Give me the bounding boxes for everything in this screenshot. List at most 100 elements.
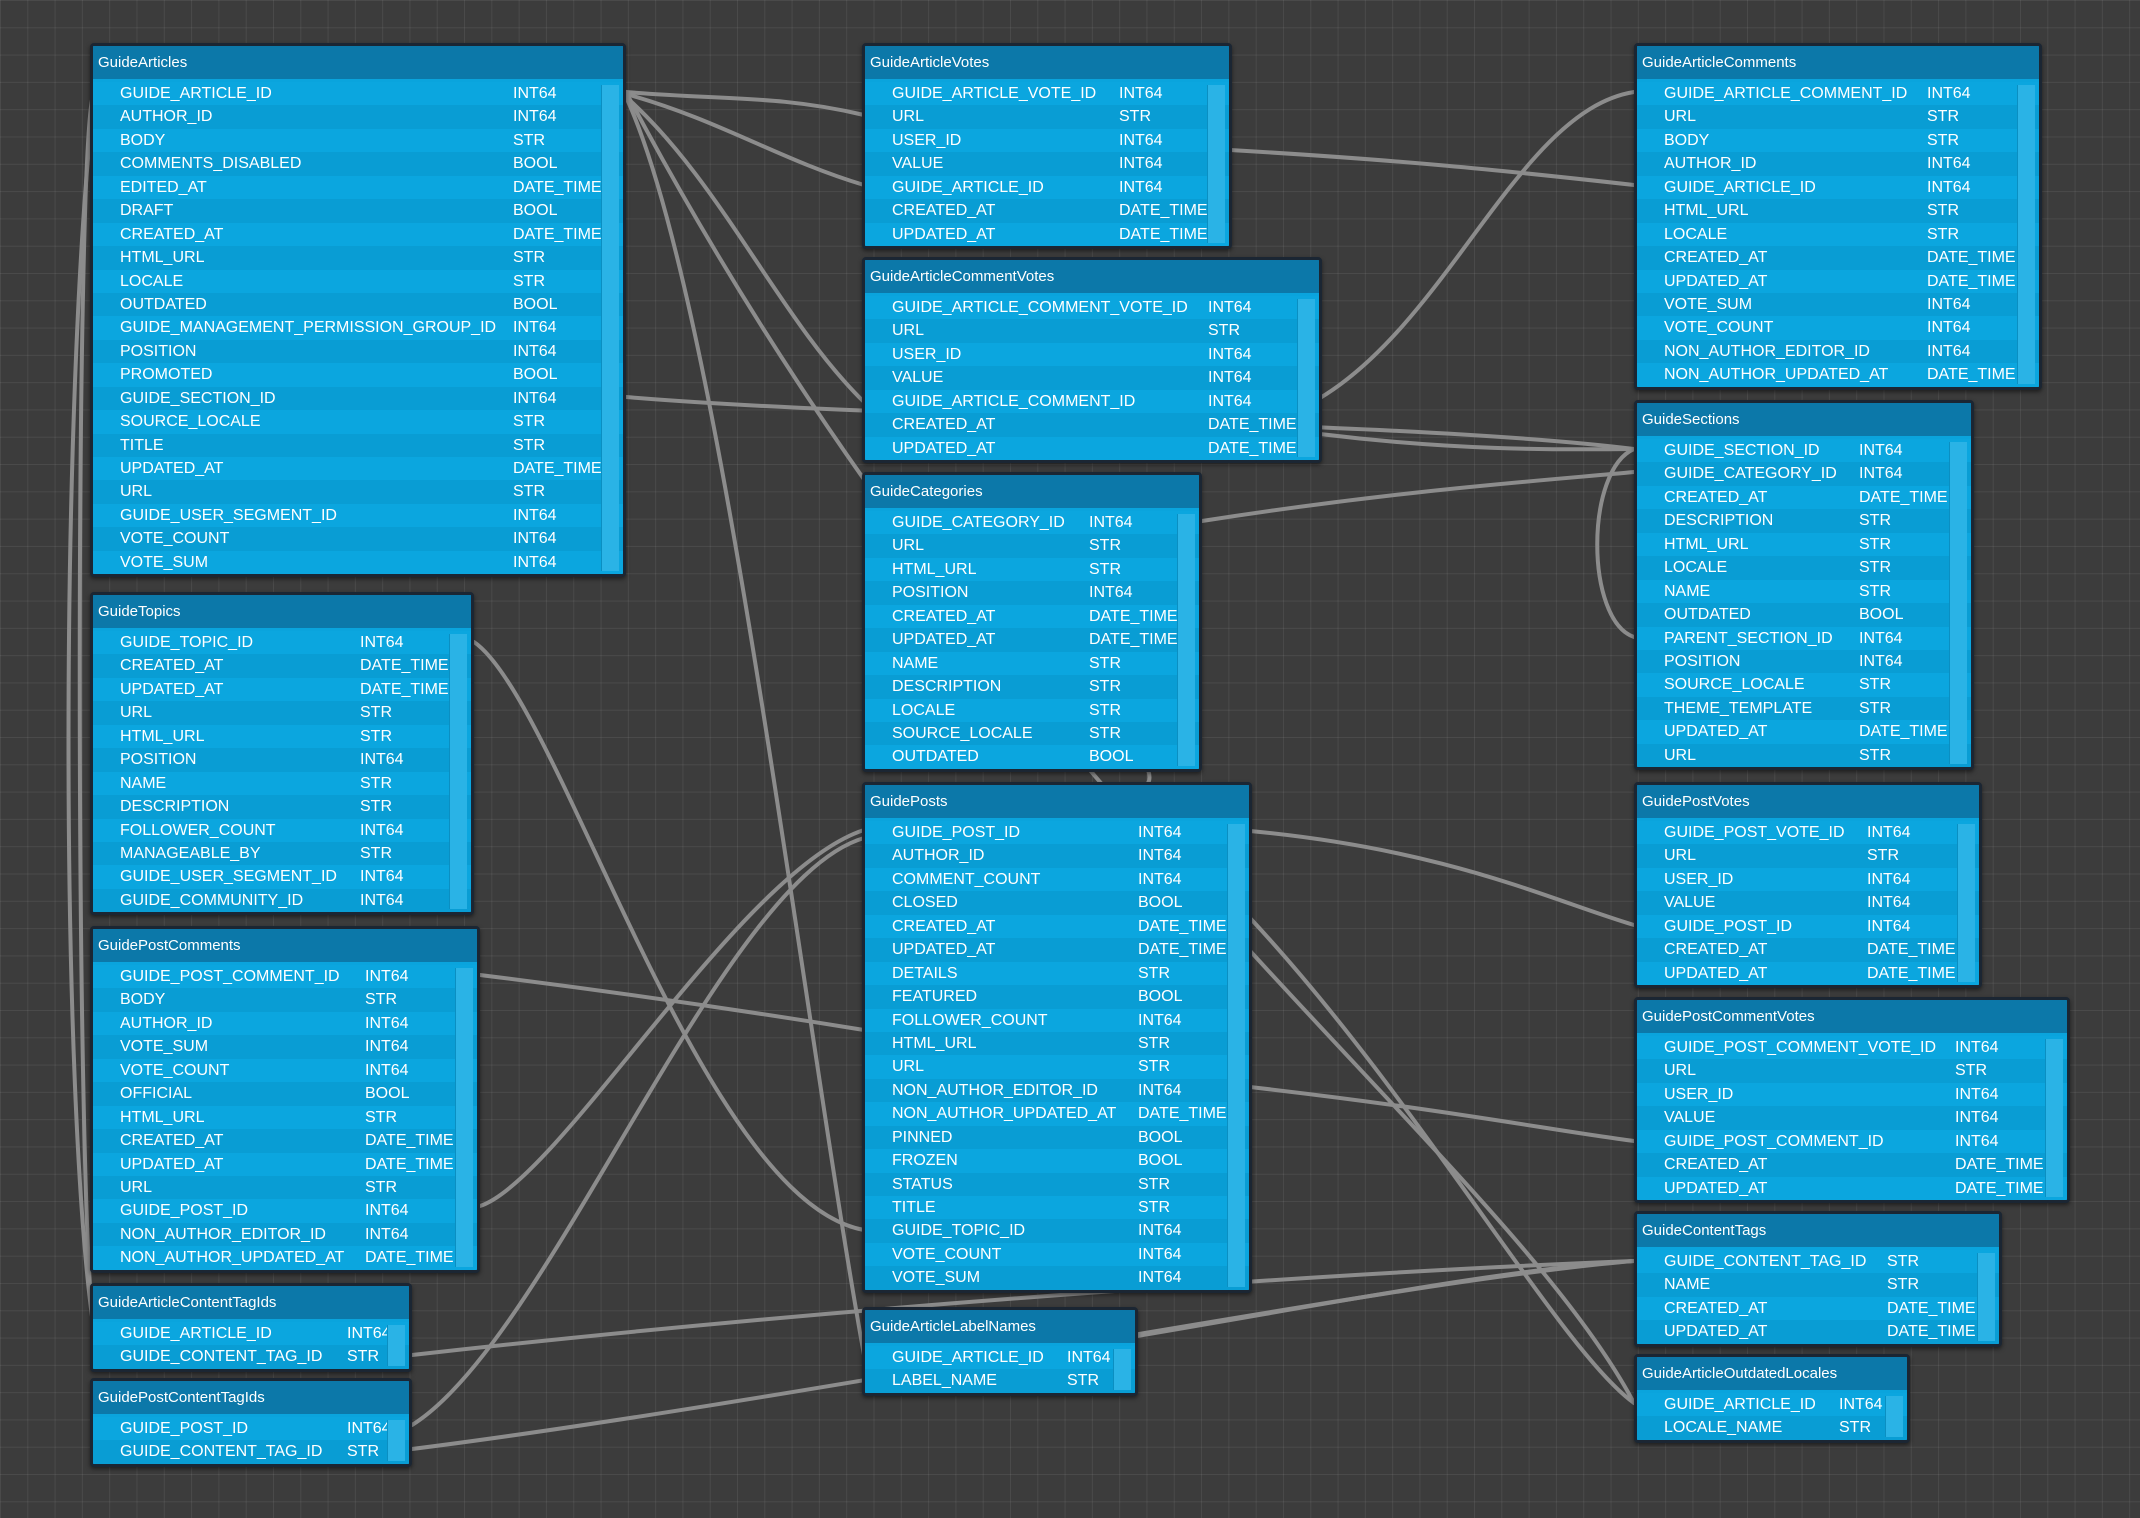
table-title[interactable]: GuidePostVotes bbox=[1637, 785, 1979, 818]
table-title[interactable]: GuideArticleContentTagIds bbox=[93, 1286, 409, 1319]
table-title[interactable]: GuideContentTags bbox=[1637, 1214, 1999, 1247]
table-title[interactable]: GuidePosts bbox=[865, 785, 1249, 818]
table-title[interactable]: GuideArticleCommentVotes bbox=[865, 260, 1319, 293]
table-title[interactable]: GuideArticleVotes bbox=[865, 46, 1229, 79]
table-title[interactable]: GuideTopics bbox=[93, 595, 471, 628]
table-title[interactable]: GuideSections bbox=[1637, 403, 1971, 436]
table-title[interactable]: GuidePostComments bbox=[93, 929, 477, 962]
table-title[interactable]: GuideCategories bbox=[865, 475, 1199, 508]
table-title[interactable]: GuidePostCommentVotes bbox=[1637, 1000, 2067, 1033]
